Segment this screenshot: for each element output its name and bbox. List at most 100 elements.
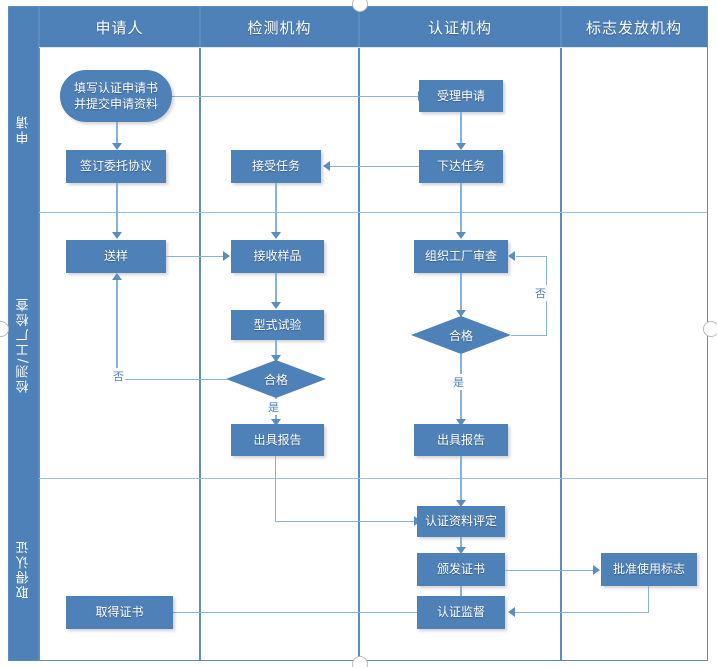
node-label: 受理申请 [436, 88, 485, 103]
edge-eval-issue [460, 537, 462, 549]
column-separator-1 [199, 7, 201, 660]
node-issue-certificate[interactable]: 颁发证书 [417, 553, 505, 586]
column-header-certifying: 认证机构 [427, 18, 492, 37]
column-header-applicant: 申请人 [95, 18, 144, 37]
node-label: 合格 [448, 328, 473, 343]
page-handle-bottom[interactable] [352, 656, 368, 667]
column-separator-2 [358, 7, 360, 660]
node-evaluate-materials[interactable]: 认证资料评定 [417, 506, 505, 537]
edge-test-report-run [275, 521, 416, 522]
edge-n7-n9-arrowhead [271, 302, 281, 309]
edge-test-fail-arrowhead [112, 273, 122, 280]
edge-label-factory-fail: 否 [534, 285, 547, 301]
edge-n4-n7 [275, 183, 277, 233]
edge-eval-issue-arrowhead [456, 547, 466, 554]
edge-test-fail-riser [116, 280, 118, 379]
node-label: 出具报告 [253, 432, 302, 447]
page-handle-top[interactable] [352, 0, 368, 12]
node-label: 接受任务 [251, 159, 300, 174]
node-approve-mark-use[interactable]: 批准使用标志 [601, 553, 697, 586]
node-issue-test-report[interactable]: 出具报告 [231, 424, 324, 456]
node-sign-agreement[interactable]: 签订委托协议 [66, 150, 166, 183]
column-header-mark-issuer: 标志发放机构 [585, 18, 682, 37]
edge-n2-n5-arrowhead [456, 143, 466, 150]
node-label: 认证监督 [436, 605, 485, 620]
edge-n9-n11 [275, 340, 277, 356]
node-label: 取得证书 [95, 605, 144, 620]
node-label: 合格 [263, 372, 288, 387]
edge-n1-n2 [172, 96, 419, 97]
edge-n5-n4-arrowhead [323, 161, 330, 171]
edge-factory-fail-arrowhead [508, 251, 515, 261]
node-accept-application[interactable]: 受理申请 [419, 80, 503, 112]
edge-test-report-drop [275, 456, 276, 522]
node-label: 签订委托协议 [79, 159, 152, 174]
edge-audit-report-drop [460, 456, 462, 501]
node-label: 下达任务 [436, 159, 485, 174]
node-send-sample[interactable]: 送样 [66, 240, 166, 273]
node-label: 填写认证申请书 并提交申请资料 [73, 80, 158, 111]
node-label: 批准使用标志 [612, 562, 685, 577]
node-type-test[interactable]: 型式试验 [231, 310, 324, 340]
edge-n2-n5 [460, 112, 462, 144]
lane-label-band [9, 7, 39, 660]
edge-n1-n3-arrowhead [112, 143, 122, 150]
edge-mark-super-run [515, 612, 649, 613]
header-underline [39, 47, 707, 48]
node-accept-task[interactable]: 接受任务 [231, 150, 321, 183]
edge-factory-fail-lower [511, 335, 547, 336]
column-separator-3 [560, 7, 562, 660]
page-handle-right[interactable] [703, 321, 717, 337]
node-assign-task[interactable]: 下达任务 [419, 150, 503, 183]
column-header-testing: 检测机构 [247, 18, 312, 37]
node-label: 型式试验 [253, 317, 302, 332]
edge-n5-n4 [330, 166, 419, 167]
edge-n8-n10-arrowhead [456, 310, 466, 317]
edge-test-fail [117, 379, 227, 380]
node-certification-supervision[interactable]: 认证监督 [417, 596, 505, 629]
lane-label-inspect: 检测/工厂检查 [16, 296, 32, 394]
node-label: 出具报告 [436, 432, 485, 447]
node-label: 接收样品 [253, 249, 302, 264]
edge-n1-n3 [116, 122, 118, 144]
edge-n7-n9 [275, 273, 277, 303]
lane-separator-1 [39, 212, 707, 213]
lane-label-certified: 取得认证 [16, 539, 32, 599]
edge-test-pass-arrowhead [271, 419, 281, 426]
edge-factory-fail-upper [516, 256, 546, 257]
edge-n8-n10 [460, 273, 462, 311]
node-fill-application[interactable]: 填写认证申请书 并提交申请资料 [60, 70, 172, 122]
edge-factory-pass-arrowhead [456, 419, 466, 426]
edge-super-obtain [172, 612, 417, 613]
node-issue-audit-report[interactable]: 出具报告 [414, 424, 508, 456]
edge-n3-n6 [116, 183, 118, 233]
lane-label-apply: 申请 [16, 114, 32, 145]
edge-n6-n7 [166, 256, 224, 257]
edge-cert-super [460, 586, 462, 596]
edge-n5-n8-arrowhead [456, 232, 466, 239]
edge-cert-mark [505, 570, 594, 571]
node-label: 组织工厂审查 [424, 249, 497, 264]
edge-label-factory-pass: 是 [452, 374, 465, 390]
node-label: 送样 [103, 249, 128, 264]
node-organize-factory-audit[interactable]: 组织工厂审查 [414, 240, 508, 273]
lane-separator-2 [39, 478, 707, 479]
edge-mark-super-arrowhead [508, 607, 515, 617]
edge-n9-n11-arrowhead [271, 355, 281, 362]
edge-audit-report-arrowhead [456, 500, 466, 507]
edge-cert-mark-arrowhead [593, 565, 600, 575]
node-label: 颁发证书 [436, 562, 485, 577]
node-receive-sample[interactable]: 接收样品 [231, 240, 324, 273]
column-separator-0 [38, 7, 40, 660]
edge-label-test-fail: 否 [112, 368, 125, 384]
decision-test-pass[interactable]: 合格 [226, 360, 326, 398]
edge-n6-n7-arrowhead [223, 251, 230, 261]
node-obtain-certificate[interactable]: 取得证书 [66, 596, 173, 629]
decision-factory-pass[interactable]: 合格 [411, 316, 511, 354]
edge-n3-n6-arrowhead [112, 232, 122, 239]
edge-n4-n7-arrowhead [271, 232, 281, 239]
edge-mark-super-drop [648, 586, 649, 612]
node-label: 认证资料评定 [424, 514, 497, 529]
edge-label-test-pass: 是 [267, 399, 280, 415]
